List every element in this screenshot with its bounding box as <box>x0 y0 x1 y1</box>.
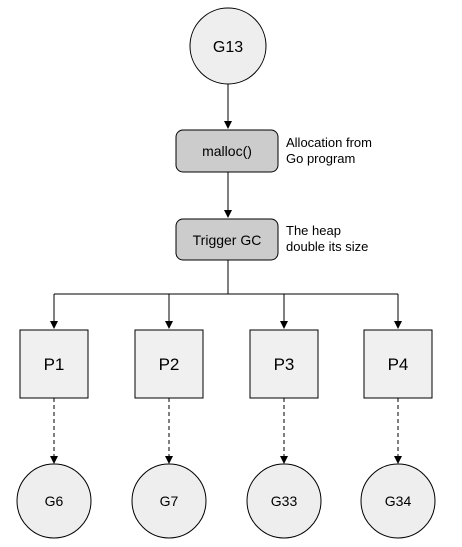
malloc-box <box>175 129 279 173</box>
goroutine-circle-g6 <box>16 463 92 539</box>
trigger-gc-label: Trigger GC <box>193 232 262 248</box>
processor-box-p1 <box>19 329 89 399</box>
trigger-gc-note-line-1: The heap <box>286 223 341 238</box>
processor-box-p4 <box>363 329 433 399</box>
processor-p3: P3 <box>249 329 319 399</box>
processor-label-p1: P1 <box>44 355 65 374</box>
root-goroutine-circle <box>189 7 267 85</box>
processor-label-p4: P4 <box>388 355 409 374</box>
processor-box-p3 <box>249 329 319 399</box>
malloc-note-line-1: Allocation from <box>286 135 372 150</box>
malloc-note: Allocation from Go program <box>286 135 372 166</box>
processor-p1: P1 <box>19 329 89 399</box>
goroutine-circle-g7 <box>131 463 207 539</box>
goroutine-g33: G33 <box>246 463 322 539</box>
malloc-node: malloc() <box>175 129 279 173</box>
root-goroutine-label: G13 <box>213 39 243 56</box>
goroutine-label-g34: G34 <box>385 493 412 509</box>
goroutine-g7: G7 <box>131 463 207 539</box>
connectors <box>50 84 402 464</box>
processor-box-p2 <box>134 329 204 399</box>
goroutine-label-g6: G6 <box>45 493 64 509</box>
goroutine-g6: G6 <box>16 463 92 539</box>
processor-p4: P4 <box>363 329 433 399</box>
goroutine-g34: G34 <box>360 463 436 539</box>
processor-label-p3: P3 <box>274 355 295 374</box>
goroutine-circle-g33 <box>246 463 322 539</box>
processor-p2: P2 <box>134 329 204 399</box>
malloc-label: malloc() <box>202 143 252 159</box>
root-goroutine-node: G13 <box>189 7 267 85</box>
trigger-gc-box <box>175 218 279 261</box>
trigger-gc-note-line-2: double its size <box>286 239 368 254</box>
processor-label-p2: P2 <box>159 355 180 374</box>
goroutine-label-g33: G33 <box>271 493 298 509</box>
trigger-gc-node: Trigger GC <box>175 218 279 261</box>
trigger-gc-note: The heap double its size <box>286 223 368 254</box>
goroutine-label-g7: G7 <box>160 493 179 509</box>
malloc-note-line-2: Go program <box>286 151 355 166</box>
goroutine-circle-g34 <box>360 463 436 539</box>
